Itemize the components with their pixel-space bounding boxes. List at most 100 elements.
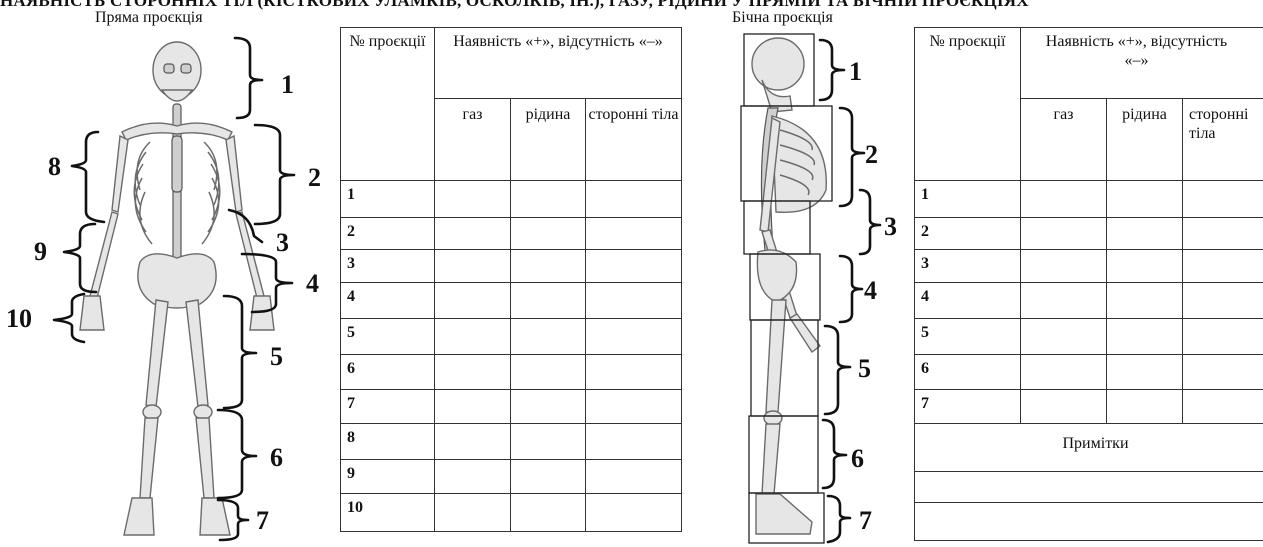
notes-line[interactable] [915,503,1263,541]
table-row: 6 [341,355,682,390]
table-row: 8 [341,424,682,460]
cell-fluid[interactable] [511,319,586,355]
skeleton-side-illustration [752,38,826,534]
cell-foreign[interactable] [586,494,682,532]
table-row: 1 [915,181,1263,218]
table-row: 9 [341,460,682,494]
table-row: 3 [915,250,1263,283]
cell-gas[interactable] [1021,283,1107,319]
cell-gas[interactable] [1021,355,1107,390]
row-number: 4 [915,283,1021,319]
cell-gas[interactable] [1021,319,1107,355]
cell-foreign[interactable] [586,283,682,319]
cell-gas[interactable] [1021,390,1107,424]
front-marker-4: 4 [306,269,319,298]
row-number: 2 [341,218,435,250]
side-marker-6: 6 [851,444,864,473]
cell-fluid[interactable] [1107,250,1183,283]
cell-gas[interactable] [435,494,511,532]
row-number: 1 [341,181,435,218]
cell-foreign[interactable] [1183,218,1263,250]
col-header-foreign: сторонні тіла [1183,99,1263,181]
side-marker-4: 4 [864,276,877,305]
cell-gas[interactable] [435,283,511,319]
table-row: 10 [341,494,682,532]
cell-gas[interactable] [435,181,511,218]
cell-gas[interactable] [435,250,511,283]
cell-fluid[interactable] [1107,355,1183,390]
cell-foreign[interactable] [586,319,682,355]
cell-foreign[interactable] [586,218,682,250]
row-number: 10 [341,494,435,532]
cell-fluid[interactable] [511,218,586,250]
row-number: 7 [341,390,435,424]
cell-foreign[interactable] [1183,250,1263,283]
cell-fluid[interactable] [511,424,586,460]
row-number: 3 [915,250,1021,283]
row-number: 7 [915,390,1021,424]
front-marker-5: 5 [270,342,283,371]
cell-fluid[interactable] [511,250,586,283]
cell-fluid[interactable] [511,355,586,390]
row-number: 6 [341,355,435,390]
table-row: 7 [341,390,682,424]
front-marker-6: 6 [270,443,283,472]
front-findings-table: № проєкції Наявність «+», відсутність «–… [340,27,682,532]
cell-foreign[interactable] [586,355,682,390]
cell-fluid[interactable] [511,390,586,424]
cell-foreign[interactable] [586,424,682,460]
cell-gas[interactable] [1021,181,1107,218]
front-marker-10: 10 [6,304,32,333]
cell-gas[interactable] [435,390,511,424]
cell-foreign[interactable] [1183,283,1263,319]
cell-gas[interactable] [435,424,511,460]
cell-foreign[interactable] [586,390,682,424]
cell-gas[interactable] [435,355,511,390]
col-header-presence: Наявність «+», відсутність «–» [1021,28,1263,99]
cell-foreign[interactable] [1183,319,1263,355]
cell-fluid[interactable] [511,494,586,532]
cell-fluid[interactable] [511,460,586,494]
cell-fluid[interactable] [1107,390,1183,424]
cell-gas[interactable] [1021,218,1107,250]
col-header-gas: газ [435,99,511,181]
cell-fluid[interactable] [511,181,586,218]
row-number: 3 [341,250,435,283]
cell-foreign[interactable] [586,460,682,494]
cell-gas[interactable] [435,319,511,355]
cell-fluid[interactable] [1107,218,1183,250]
table-row: 6 [915,355,1263,390]
side-marker-3: 3 [884,212,897,241]
cell-foreign[interactable] [1183,181,1263,218]
side-skeleton-diagram: 1 2 3 4 5 6 7 [730,0,910,547]
front-skeleton-diagram: 1 2 3 4 5 6 7 8 9 10 [0,0,340,547]
cell-fluid[interactable] [1107,319,1183,355]
row-number: 5 [341,319,435,355]
cell-fluid[interactable] [1107,283,1183,319]
cell-foreign[interactable] [1183,355,1263,390]
table-row: 1 [341,181,682,218]
front-marker-1: 1 [281,70,294,99]
table-row: 5 [341,319,682,355]
cell-gas[interactable] [1021,250,1107,283]
front-marker-3: 3 [276,228,289,257]
col-header-gas: газ [1021,99,1107,181]
cell-fluid[interactable] [1107,181,1183,218]
row-number: 6 [915,355,1021,390]
col-header-fluid: рідина [511,99,586,181]
cell-fluid[interactable] [511,283,586,319]
table-row: 4 [341,283,682,319]
cell-gas[interactable] [435,218,511,250]
table-row: 7 [915,390,1263,424]
notes-line[interactable] [915,472,1263,503]
cell-foreign[interactable] [586,250,682,283]
cell-foreign[interactable] [586,181,682,218]
row-number: 2 [915,218,1021,250]
cell-foreign[interactable] [1183,390,1263,424]
col-header-number: № проєкції [341,28,435,181]
cell-gas[interactable] [435,460,511,494]
table-row: 5 [915,319,1263,355]
table-row: 2 [341,218,682,250]
side-marker-1: 1 [849,57,862,86]
side-marker-2: 2 [865,140,878,169]
